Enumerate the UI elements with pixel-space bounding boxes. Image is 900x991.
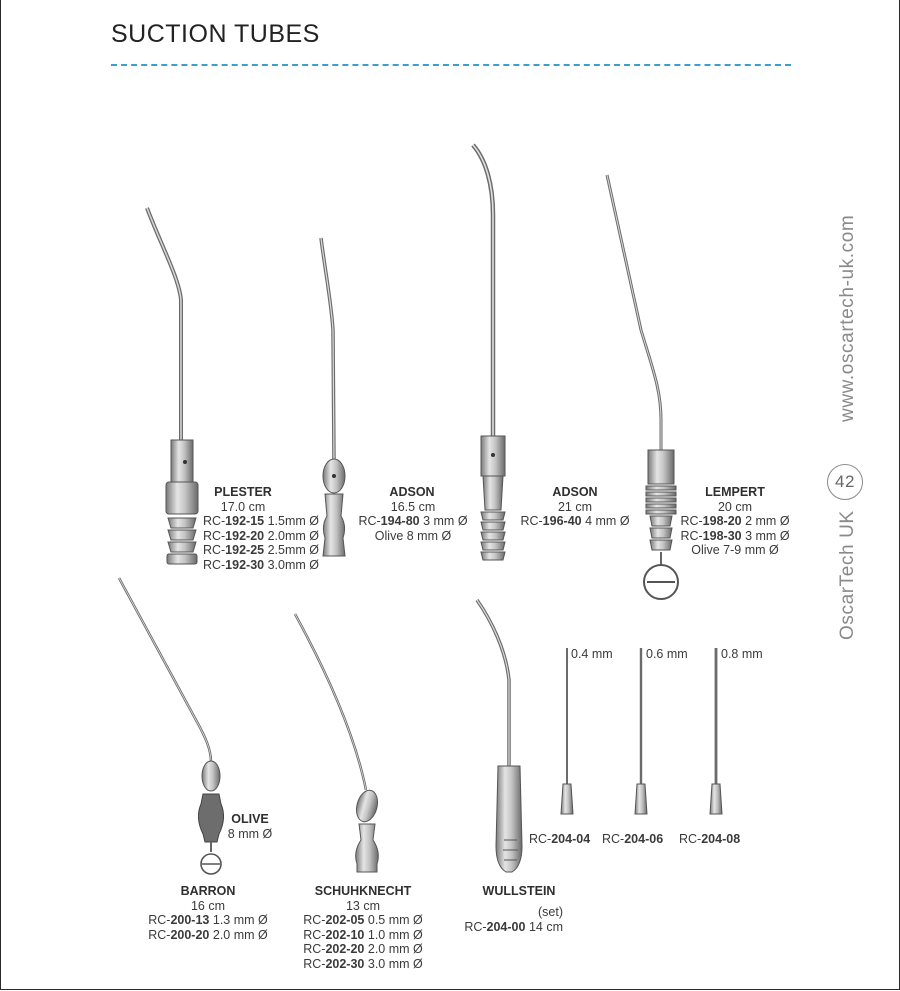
lempert-length: 20 cm xyxy=(717,499,753,514)
wullstein-code-row: RC-204-00 14 cm xyxy=(464,919,563,934)
adson-165-suction-tube-image xyxy=(319,237,346,557)
tip-04-code: RC-204-04 xyxy=(529,832,591,846)
schuhknecht-label: SCHUHKNECHT 13 cm RC-202-05 0.5 mm Ø RC-… xyxy=(297,884,429,971)
website-link[interactable]: www.oscartech-uk.com xyxy=(837,214,858,422)
wullstein-set-label: (set) RC-204-00 14 cm xyxy=(457,905,563,934)
plester-suction-tube-image xyxy=(145,207,199,565)
schuhknecht-code-row: RC-202-10 1.0 mm Ø xyxy=(303,927,423,942)
brand-name: OscarTech UK xyxy=(837,510,858,640)
tip-06-code: RC-204-06 xyxy=(602,832,664,846)
olive-spec: 8 mm Ø xyxy=(227,826,273,841)
plester-code-row: RC-192-30 3.0mm Ø xyxy=(202,557,319,572)
tip-04-size: 0.4 mm xyxy=(571,647,613,661)
adson-165-label: ADSON 16.5 cm RC-194-80 3 mm Ø Olive 8 m… xyxy=(353,485,473,543)
page-title: SUCTION TUBES xyxy=(111,20,320,48)
plester-length: 17.0 cm xyxy=(220,499,266,514)
schuhknecht-code-row: RC-202-20 2.0 mm Ø xyxy=(303,942,423,956)
olive-name: OLIVE xyxy=(231,812,269,826)
wullstein-tip-04-image xyxy=(560,648,574,815)
barron-code-row: RC-200-13 1.3 mm Ø xyxy=(148,913,268,927)
plester-code-row: RC-192-20 2.0mm Ø xyxy=(202,528,319,543)
adson-165-length: 16.5 cm xyxy=(390,499,436,514)
tip-08-code: RC-204-08 xyxy=(679,832,741,846)
wullstein-name: WULLSTEIN xyxy=(482,884,556,898)
plester-code-row: RC-192-15 1.5mm Ø xyxy=(202,514,319,528)
adson-165-code-row: RC-194-80 3 mm Ø xyxy=(358,514,468,528)
olive-label: OLIVE 8 mm Ø xyxy=(223,812,277,841)
adson-165-name: ADSON xyxy=(389,485,435,499)
barron-label: BARRON 16 cm RC-200-13 1.3 mm Ø RC-200-2… xyxy=(141,884,275,942)
barron-suction-tube-image xyxy=(117,577,225,875)
adson-21-name: ADSON xyxy=(552,485,598,499)
adson-21-length: 21 cm xyxy=(557,499,593,514)
page-number: 42 xyxy=(827,464,863,500)
wullstein-tip-08-image xyxy=(709,648,723,815)
wullstein-tip-06-image xyxy=(634,648,648,815)
plester-label: PLESTER 17.0 cm RC-192-15 1.5mm Ø RC-192… xyxy=(197,485,319,572)
title-divider xyxy=(111,64,791,66)
tip-06-size: 0.6 mm xyxy=(646,647,688,661)
lempert-code-row: RC-198-20 2 mm Ø xyxy=(680,514,790,528)
adson-21-suction-tube-image xyxy=(471,143,506,561)
lempert-suction-tube-image xyxy=(605,174,679,600)
plester-name: PLESTER xyxy=(214,485,272,499)
wullstein-set: (set) xyxy=(538,905,563,919)
schuhknecht-suction-tube-image xyxy=(293,613,379,873)
plester-code-row: RC-192-25 2.5mm Ø xyxy=(202,543,319,557)
lempert-name: LEMPERT xyxy=(705,485,765,499)
barron-code-row: RC-200-20 2.0 mm Ø xyxy=(148,927,268,942)
barron-name: BARRON xyxy=(180,884,236,898)
adson-165-olive: Olive 8 mm Ø xyxy=(374,528,452,543)
schuhknecht-code-row: RC-202-30 3.0 mm Ø xyxy=(303,956,423,971)
lempert-code-row: RC-198-30 3 mm Ø xyxy=(680,528,790,543)
schuhknecht-code-row: RC-202-05 0.5 mm Ø xyxy=(303,913,423,927)
lempert-olive: Olive 7-9 mm Ø xyxy=(691,543,779,557)
schuhknecht-length: 13 cm xyxy=(345,898,381,913)
schuhknecht-name: SCHUHKNECHT xyxy=(314,884,412,898)
lempert-label: LEMPERT 20 cm RC-198-20 2 mm Ø RC-198-30… xyxy=(673,485,797,558)
barron-length: 16 cm xyxy=(190,898,226,913)
tip-08-size: 0.8 mm xyxy=(721,647,763,661)
wullstein-suction-tube-image xyxy=(475,598,523,873)
adson-21-code-row: RC-196-40 4 mm Ø xyxy=(520,514,630,528)
adson-21-label: ADSON 21 cm RC-196-40 4 mm Ø xyxy=(515,485,635,529)
